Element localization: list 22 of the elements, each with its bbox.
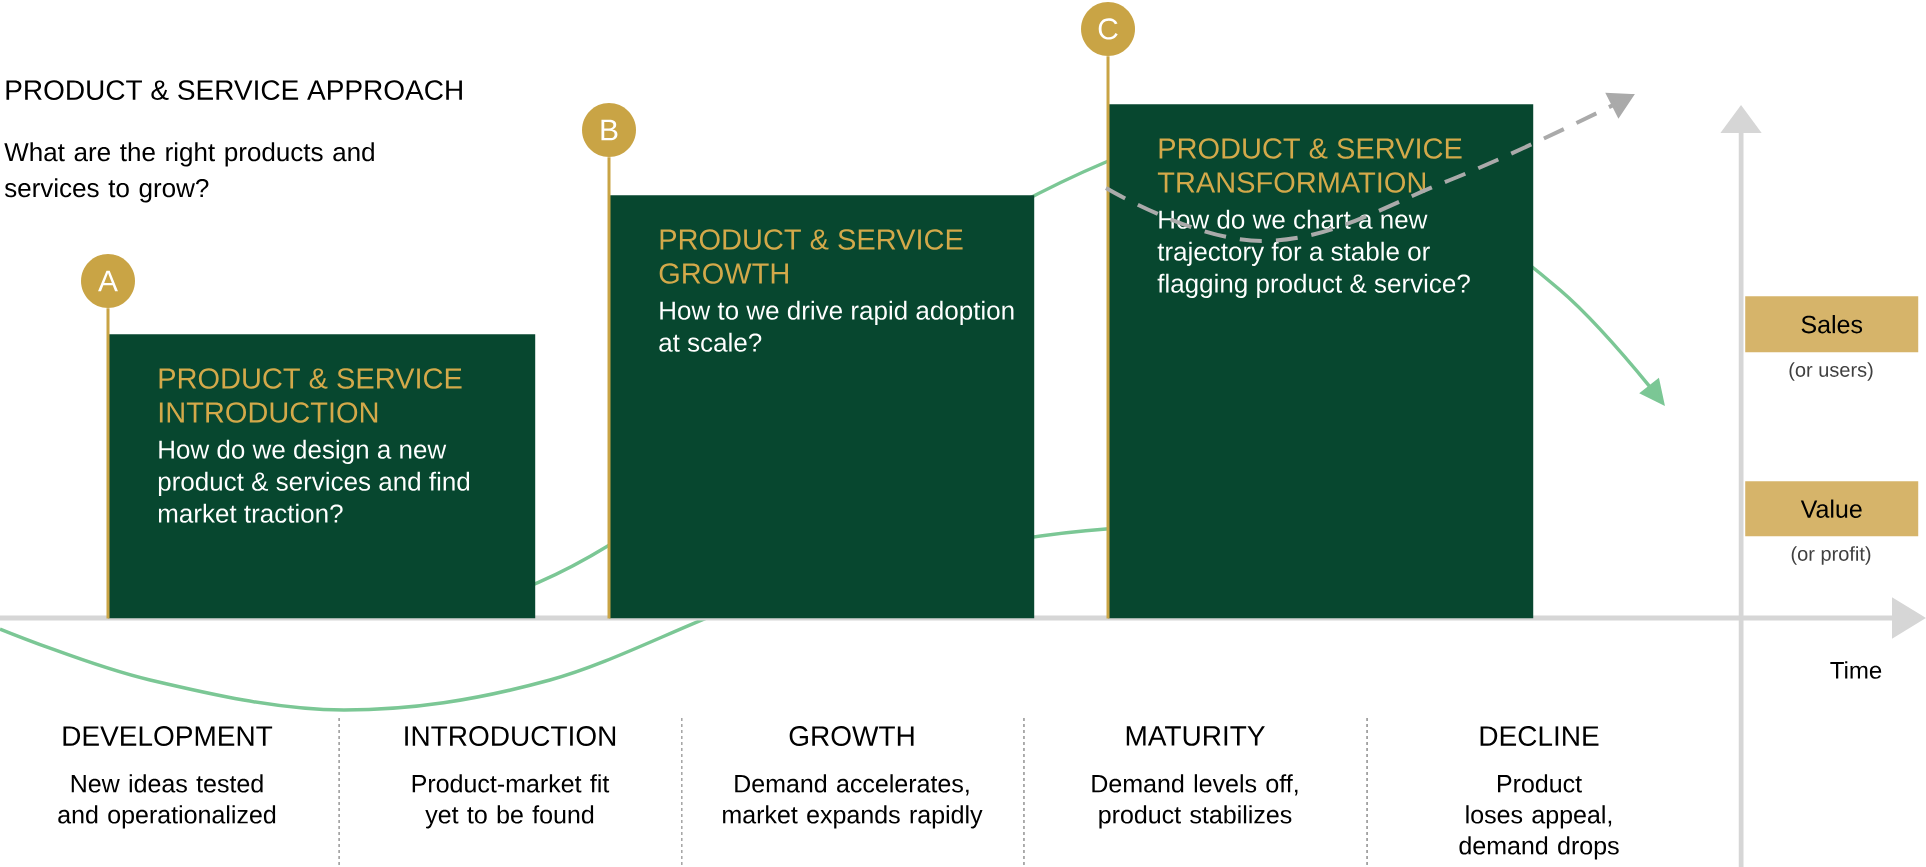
- stage-box: PRODUCT & SERVICE INTRODUCTION How do we design a new product & services and find market traction?: [108, 334, 536, 619]
- stage-box: PRODUCT & SERVICE GROWTH How to we drive rapid adoption at scale?: [609, 195, 1035, 619]
- stage-description: Demand levels off, product stabilizes: [1092, 774, 1298, 829]
- stage-heading: INTRODUCTION: [405, 726, 616, 746]
- metric-box: Value: [1745, 481, 1919, 537]
- metric-box: Sales: [1745, 296, 1919, 353]
- stage-heading: DEVELOPMENT: [63, 726, 273, 746]
- title: PRODUCT & SERVICE APPROACH: [6, 80, 462, 100]
- stage-description: Product-market fit yet to be found: [412, 774, 610, 829]
- stage-heading: MATURITY: [1126, 726, 1265, 746]
- question-text: What are the right products and services to grow?: [4, 142, 374, 203]
- caption-text: (or users): [1789, 362, 1873, 381]
- stage-heading: GROWTH: [789, 726, 914, 746]
- stage-description: New ideas tested and operationalized: [58, 774, 276, 829]
- stage-description: Demand accelerates, market expands rapidly: [723, 774, 983, 829]
- pole-line: [1106, 56, 1110, 619]
- axis-label: Time: [1830, 661, 1882, 679]
- stage-heading: DECLINE: [1480, 726, 1599, 746]
- stage-description: Product loses appeal, demand drops: [1459, 774, 1619, 860]
- pole-line: [607, 157, 611, 619]
- caption-text: (or profit): [1791, 546, 1871, 565]
- pole-line: [106, 308, 110, 619]
